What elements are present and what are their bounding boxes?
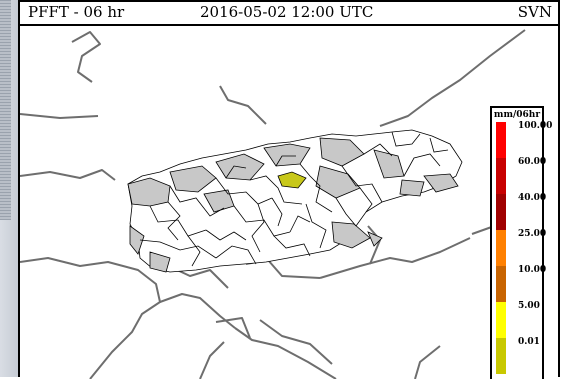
basin-boundary: [391, 131, 421, 147]
border-line: [199, 341, 225, 379]
country-outline: [127, 129, 463, 273]
basin-boundary: [233, 205, 291, 237]
dry-basin: [129, 225, 145, 255]
map-panel: PFFT - 06 hr 2016-05-02 12:00 UTC SVN: [18, 0, 560, 379]
border-line: [20, 113, 99, 119]
border-line: [20, 169, 116, 181]
basin-boundary: [169, 185, 225, 217]
basin-boundary: [289, 215, 311, 233]
border-line: [234, 327, 337, 379]
basin-boundary: [363, 143, 393, 157]
basin-boundary: [341, 165, 383, 203]
legend-swatch: [496, 230, 506, 266]
legend-swatch: [496, 338, 506, 374]
legend-level-label: 0.01: [518, 337, 540, 347]
border-line: [414, 345, 441, 379]
border-line: [71, 31, 101, 83]
basin-boundary: [273, 235, 311, 257]
border-line: [159, 293, 236, 329]
basin-boundary: [403, 153, 441, 177]
dry-basin: [319, 137, 365, 167]
legend-level-label: 25.00: [518, 229, 547, 239]
basin-boundary: [271, 197, 283, 227]
basin-boundary: [225, 165, 247, 179]
dry-basin: [399, 179, 425, 197]
legend-swatch: [496, 302, 506, 338]
basin-boundary: [251, 203, 265, 253]
window-edge-strip: [0, 0, 18, 377]
region-code-label: SVN: [517, 3, 552, 21]
legend-level-label: 100.00: [518, 121, 553, 131]
dry-basin: [423, 173, 459, 193]
border-line: [219, 85, 267, 125]
basin-boundary: [215, 177, 273, 205]
highlight-basin: [277, 171, 307, 189]
legend-swatch: [496, 122, 506, 158]
dry-basin: [331, 221, 371, 249]
legend-level-label: 10.00: [518, 265, 547, 275]
basin-boundary: [167, 201, 181, 241]
legend-swatch: [496, 266, 506, 302]
dry-basin: [367, 231, 383, 247]
product-label: PFFT - 06 hr: [28, 3, 125, 21]
legend-units: mm/06hr: [493, 110, 541, 120]
basemap[interactable]: [20, 26, 558, 379]
basin-boundary: [149, 205, 207, 237]
border-line: [379, 29, 526, 127]
legend-level-label: 5.00: [518, 301, 540, 311]
legend-swatch: [496, 194, 506, 230]
basin-boundary: [335, 197, 357, 227]
basin-boundary: [249, 175, 303, 205]
border-line: [319, 237, 471, 279]
basin-boundary: [139, 239, 217, 259]
basin-boundary: [205, 229, 247, 241]
basin-boundary: [299, 163, 333, 213]
basin-boundary: [275, 155, 296, 167]
basin-boundary: [215, 245, 257, 265]
dry-basin: [149, 251, 171, 273]
basin-boundary: [359, 187, 373, 213]
map-title-bar: PFFT - 06 hr 2016-05-02 12:00 UTC SVN: [20, 2, 558, 26]
border-line: [20, 257, 161, 379]
border-line: [259, 319, 333, 365]
dry-basin: [169, 165, 217, 193]
precipitation-legend: mm/06hr 100.00 60.00 40.00 25.00 10.00 5.00 0.…: [490, 106, 552, 379]
legend-level-label: 40.00: [518, 193, 547, 203]
legend-swatch: [496, 158, 506, 194]
basin-boundary: [429, 137, 449, 153]
scrollbar-track[interactable]: [0, 0, 11, 220]
dry-basin: [263, 143, 311, 167]
basin-boundary: [305, 203, 327, 249]
legend-level-label: 60.00: [518, 157, 547, 167]
border-line: [215, 317, 251, 339]
basin-boundary: [187, 235, 201, 267]
valid-time-label: 2016-05-02 12:00 UTC: [200, 3, 374, 21]
